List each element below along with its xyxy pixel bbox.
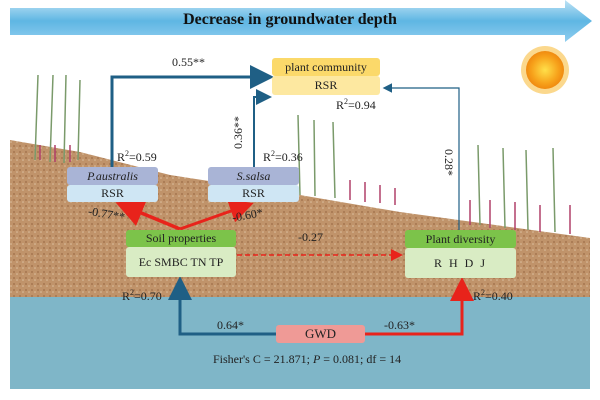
arrow-gwd-to-div [365, 277, 474, 336]
sun-icon [521, 46, 569, 94]
path-arrows [110, 65, 474, 336]
coef-pa-to-pc: 0.55** [172, 55, 205, 69]
plant-diversity-title: Plant diversity [405, 230, 516, 248]
r2-p-australis: R2=0.59 [117, 149, 157, 164]
banner-title: Decrease in groundwater depth [183, 11, 397, 28]
plant-diversity-content: R H D J [405, 248, 516, 278]
plant-community-content: RSR [272, 76, 380, 95]
groundwater-layer [10, 297, 590, 389]
soil-properties-title: Soil properties [126, 230, 236, 247]
arrow-gwd-to-soil [168, 276, 276, 336]
plant-community-title: plant community [272, 58, 380, 76]
reed-plants [34, 74, 556, 233]
arrow-soil-to-ss [179, 199, 254, 231]
coef-ss-to-pc: 0.36** [231, 116, 245, 149]
r2-diversity: R2=0.40 [473, 288, 513, 303]
r2-s-salsa: R2=0.36 [263, 149, 303, 164]
coef-div-to-pc: 0.28* [442, 149, 456, 176]
p-australis-content: RSR [67, 185, 158, 202]
coef-soil-to-div: -0.27 [298, 230, 323, 244]
coef-gwd-to-soil: 0.64* [217, 318, 244, 332]
s-salsa-content: RSR [208, 185, 299, 202]
model-fit-stats: Fisher's C = 21.871; P = 0.081; df = 14 [213, 352, 402, 366]
r2-soil: R2=0.70 [122, 288, 162, 303]
p-australis-title: P.australis [67, 167, 158, 185]
arrow-ss-to-pc [253, 89, 272, 167]
r2-plant-community: R2=0.94 [336, 97, 376, 112]
suaeda-plants [39, 145, 571, 234]
s-salsa-title: S.salsa [208, 167, 299, 185]
banner-arrow [10, 0, 592, 42]
gwd-node: GWD [276, 325, 365, 343]
coef-gwd-to-div: -0.63* [384, 318, 415, 332]
arrow-pa-to-pc [110, 65, 274, 167]
soil-properties-content: Ec SMBC TN TP [126, 247, 236, 277]
arrow-soil-to-pa [115, 200, 181, 231]
arrow-div-to-pc [382, 83, 460, 230]
